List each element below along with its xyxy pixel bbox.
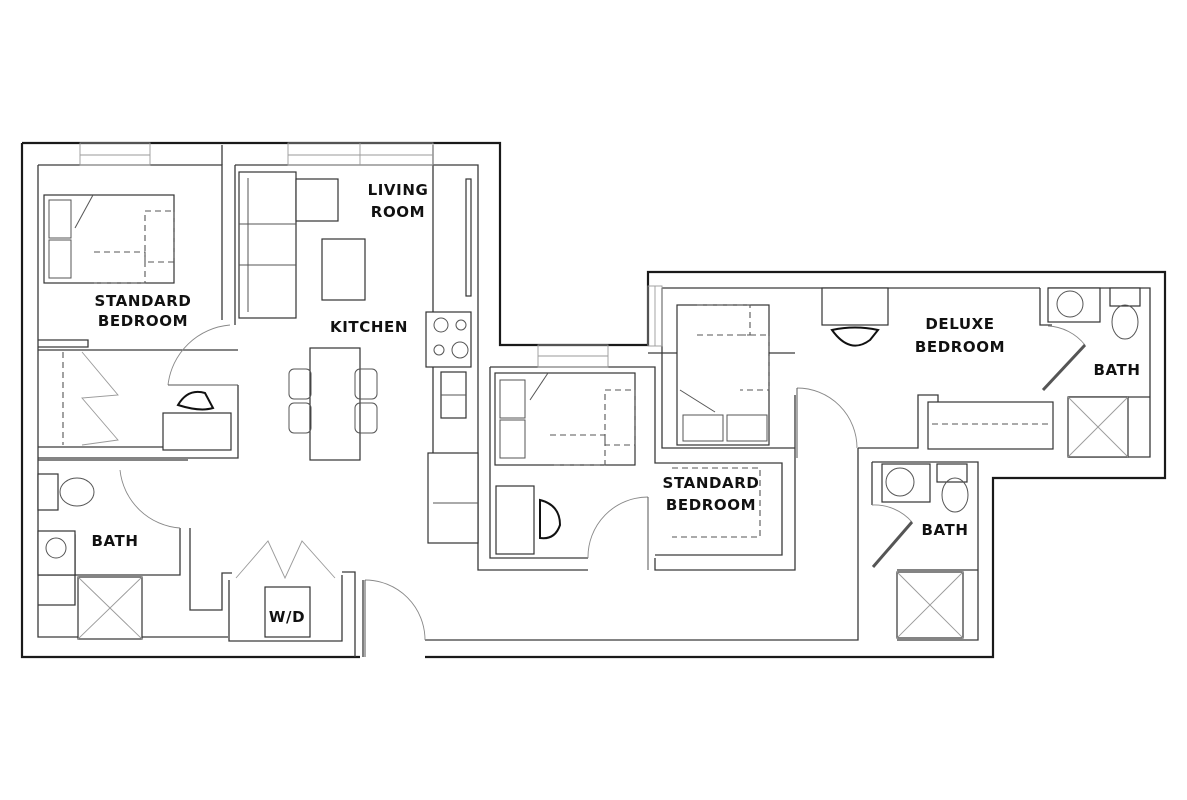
furniture (37, 171, 1141, 640)
label-bath-2: BATH (1093, 361, 1140, 379)
exterior-walls (20, 141, 1167, 659)
label-laundry: W/D (269, 608, 305, 626)
windows (79, 142, 663, 368)
label-bath-3: BATH (921, 521, 968, 539)
label-kitchen: KITCHEN (330, 318, 408, 336)
doors[interactable] (62, 324, 1087, 657)
label-bath-1: BATH (91, 532, 138, 550)
